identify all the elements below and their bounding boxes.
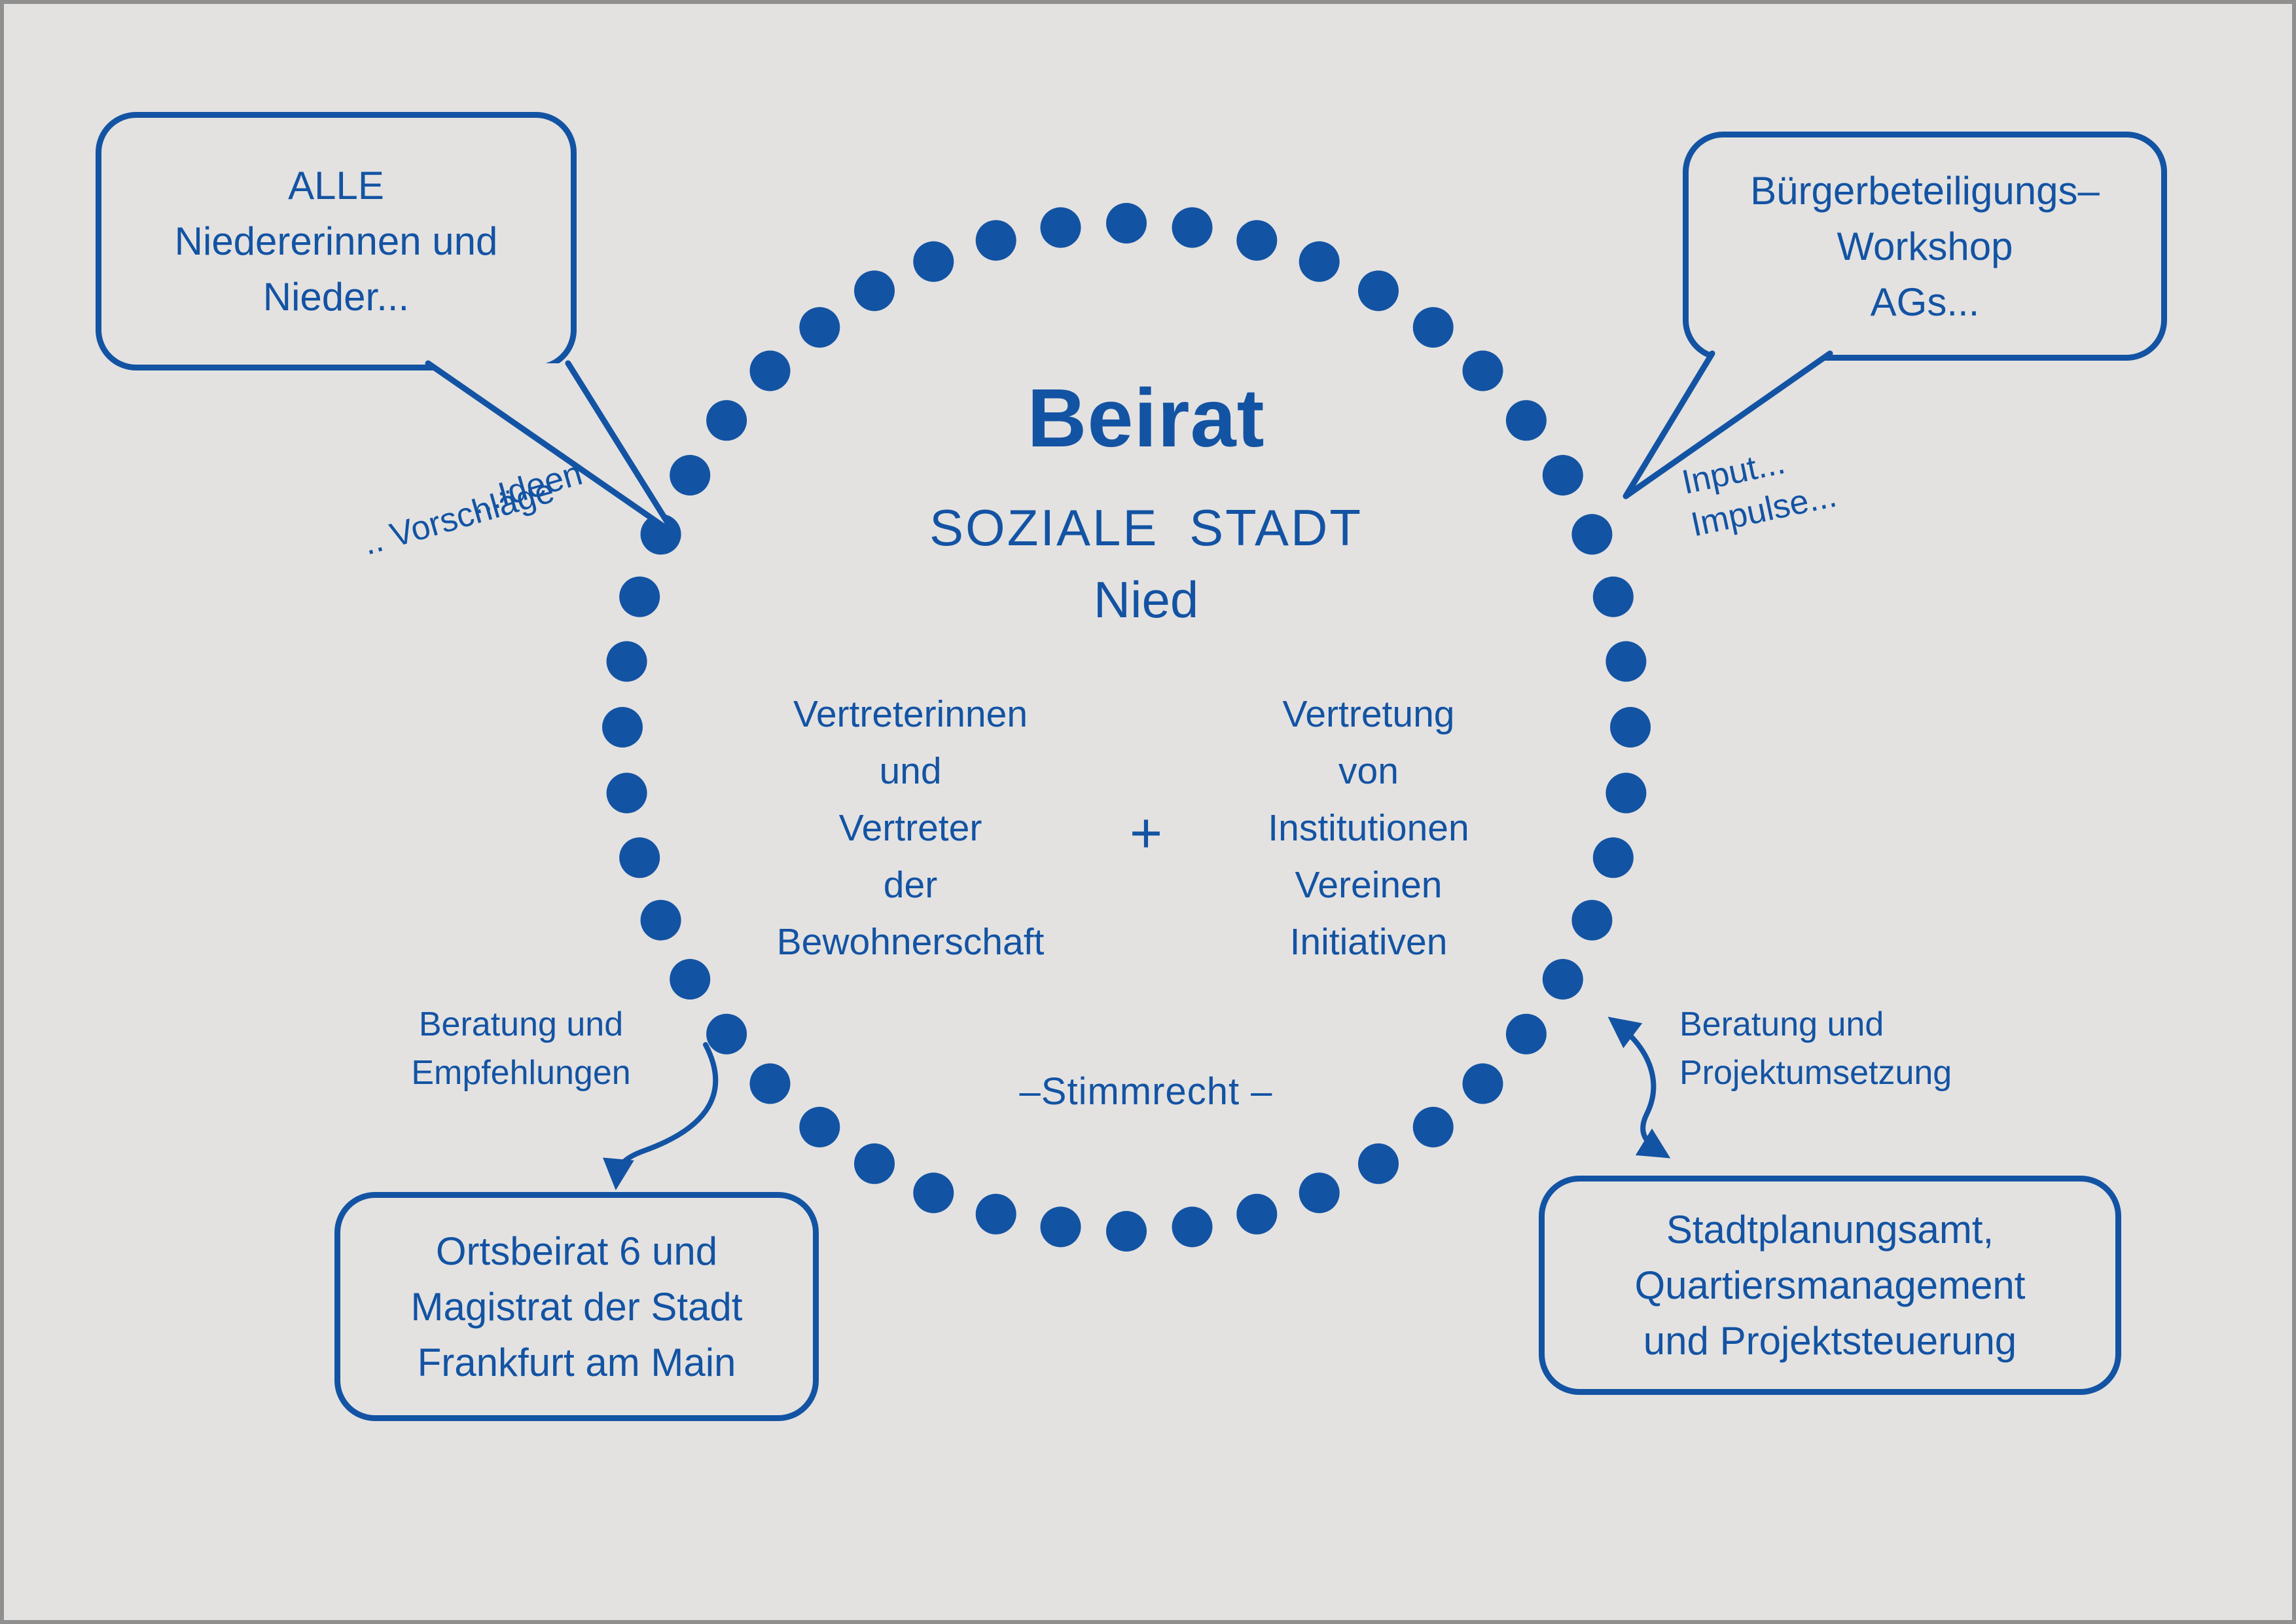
circle-dot: [1571, 899, 1613, 941]
circle-dot: [1299, 241, 1340, 282]
box-line: Frankfurt am Main: [417, 1340, 736, 1384]
circle-dot: [640, 899, 681, 941]
column-line: Vertretung: [1282, 693, 1455, 735]
circle-subtitle: SOZIALE STADT: [929, 499, 1363, 556]
bubble-line: Niedererinnen und: [174, 219, 498, 263]
column-line: Bewohnerschaft: [776, 921, 1045, 963]
circle-dot: [854, 1143, 895, 1184]
circle-dot: [1040, 207, 1081, 248]
bubble-line: Bürgerbeteiligungs–: [1750, 168, 2100, 213]
members-right-column: Vertretung von Institutionen Vereinen In…: [1205, 686, 1532, 971]
column-line: von: [1338, 750, 1399, 792]
circle-dot: [619, 576, 660, 617]
voting-note: –Stimmrecht –: [1019, 1070, 1273, 1113]
circle-dot: [1040, 1206, 1081, 1248]
label-line: Beratung und: [1679, 1005, 1884, 1043]
circle-dot: [706, 1013, 747, 1055]
speech-tail-top-left: [425, 360, 678, 537]
column-line: und: [879, 750, 942, 792]
box-ortsbeirat: Ortsbeirat 6 und Magistrat der Stadt Fra…: [334, 1192, 819, 1421]
circle-dot: [1605, 641, 1647, 682]
circle-dot: [913, 241, 954, 282]
bubble-line: AGs...: [1870, 280, 1980, 324]
circle-dot: [606, 772, 647, 814]
box-line: und Projektsteuerung: [1643, 1319, 2017, 1363]
speech-bubble-buergerbeteiligung: Bürgerbeteiligungs– Workshop AGs...: [1683, 132, 2167, 361]
circle-dot: [1505, 400, 1547, 441]
circle-dot: [619, 837, 660, 878]
circle-dot: [799, 307, 840, 348]
label-line: Empfehlungen: [411, 1054, 631, 1092]
diagram-overlay: [425, 203, 1833, 1252]
circle-dot: [670, 959, 711, 1000]
circle-dot: [1358, 1143, 1399, 1184]
circle-subtitle-nied: Nied: [1093, 571, 1199, 628]
column-line: Vereinen: [1295, 864, 1443, 906]
circle-dot: [1172, 207, 1213, 248]
label-line: Beratung und: [418, 1005, 624, 1043]
column-line: Institutionen: [1268, 807, 1469, 849]
column-line: Vertreter: [838, 807, 982, 849]
circle-dot: [1592, 576, 1634, 617]
circle-dot: [1358, 270, 1399, 312]
circle-dot: [1610, 707, 1651, 748]
circle-dot: [1299, 1172, 1340, 1214]
label-beratung-empfehlungen: Beratung und Empfehlungen: [390, 1000, 652, 1097]
bubble-line: Workshop: [1837, 224, 2013, 268]
arrow-beratung-projektumsetzung-icon: [1607, 1017, 1671, 1159]
label-line: Projektumsetzung: [1679, 1054, 1952, 1092]
box-line: Ortsbeirat 6 und: [435, 1229, 718, 1273]
circle-dot: [706, 400, 747, 441]
circle-dot: [1106, 203, 1147, 244]
circle-dot: [1542, 959, 1583, 1000]
circle-dot: [854, 270, 895, 312]
circle-dot: [1412, 1106, 1454, 1147]
column-line: der: [883, 864, 938, 906]
circle-dot: [1505, 1013, 1547, 1055]
arrow-beratung-empfehlungen-icon: [603, 1042, 719, 1191]
circle-title: Beirat: [1027, 372, 1265, 464]
circle-dot: [913, 1172, 954, 1214]
circle-dot: [1172, 1206, 1213, 1248]
bubble-line: ALLE: [288, 164, 384, 208]
column-line: Vertreterinnen: [793, 693, 1028, 735]
plus-sign: +: [1129, 802, 1163, 865]
speech-tail-top-right: [1623, 350, 1833, 499]
column-line: Initiativen: [1289, 921, 1448, 963]
circle-dot: [975, 1193, 1016, 1235]
circle-dot: [799, 1106, 840, 1147]
circle-dot: [1571, 514, 1613, 555]
members-left-column: Vertreterinnen und Vertreter der Bewohne…: [747, 686, 1074, 971]
circle-dot: [1236, 220, 1278, 261]
bubble-line: Nieder...: [262, 275, 410, 319]
circle-dot: [1236, 1193, 1278, 1235]
box-line: Magistrat der Stadt: [410, 1284, 743, 1329]
circle-dot: [1462, 350, 1503, 391]
circle-dot: [749, 1063, 791, 1104]
speech-bubble-niederer: ALLE Niedererinnen und Nieder...: [96, 112, 577, 370]
circle-dot: [1462, 1063, 1503, 1104]
circle-dot: [1592, 837, 1634, 878]
circle-dot: [1106, 1211, 1147, 1252]
box-line: Stadtplanungsamt,: [1666, 1208, 1994, 1252]
label-beratung-projektumsetzung: Beratung und Projektumsetzung: [1679, 1000, 2033, 1097]
circle-dot: [975, 220, 1016, 261]
circle-dot: [1605, 772, 1647, 814]
circle-dot: [602, 707, 643, 748]
circle-dot: [1412, 307, 1454, 348]
circle-dot: [749, 350, 791, 391]
circle-dot: [670, 455, 711, 496]
box-line: Quartiersmanagement: [1634, 1263, 2026, 1307]
circle-dot: [1542, 455, 1583, 496]
circle-dot: [606, 641, 647, 682]
box-stadtplanungsamt: Stadtplanungsamt, Quartiersmanagement un…: [1539, 1176, 2121, 1395]
